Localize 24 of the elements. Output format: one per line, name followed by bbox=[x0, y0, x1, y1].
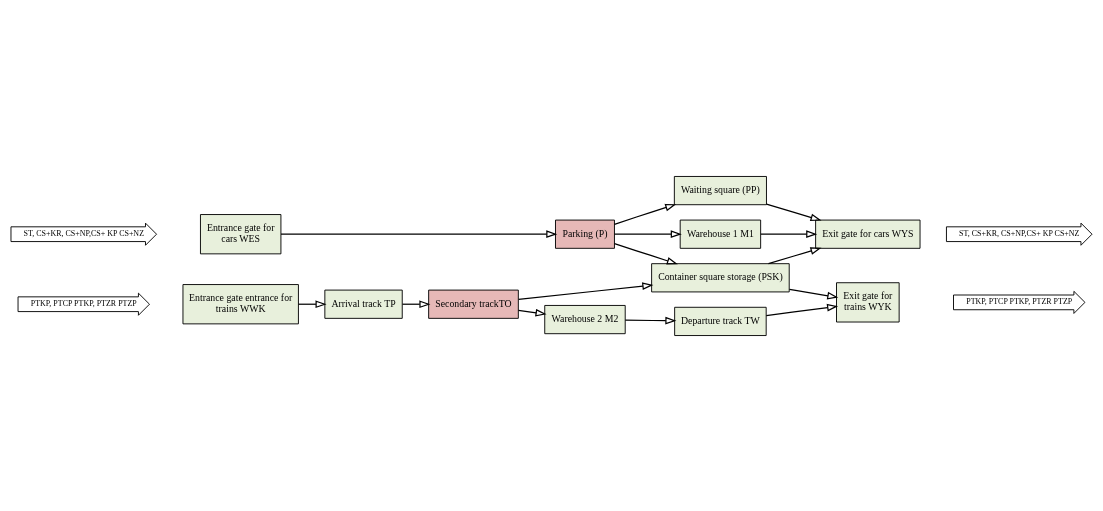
node-box: Container square storage (PSK) bbox=[651, 262, 790, 292]
arrow bbox=[518, 281, 654, 300]
node-box: Parking (P) bbox=[555, 219, 615, 249]
node-box: Warehouse 2 M2 bbox=[544, 304, 626, 334]
arrow bbox=[624, 316, 677, 325]
node-box: Entrance gate entrance for trains WWK bbox=[182, 283, 299, 324]
node-box: Entrance gate for cars WES bbox=[200, 213, 282, 254]
node-box: Departure track TW bbox=[674, 306, 767, 336]
node-box: Warehouse 1 M1 bbox=[679, 219, 762, 249]
arrow bbox=[760, 229, 818, 238]
arrow bbox=[767, 246, 822, 264]
arrow bbox=[613, 203, 677, 225]
arrow bbox=[280, 229, 558, 238]
arrow bbox=[788, 288, 839, 299]
node-box: Secondary trackTO bbox=[428, 289, 519, 319]
arrow bbox=[613, 242, 678, 264]
arrow bbox=[517, 308, 547, 317]
node-box: Exit gate for trains WYK bbox=[836, 281, 900, 322]
arrow bbox=[613, 229, 682, 238]
node-box: Waiting square (PP) bbox=[673, 175, 767, 205]
node-box: Arrival track TP bbox=[324, 289, 403, 319]
arrow bbox=[765, 303, 839, 316]
node-box: Exit gate for cars WYS bbox=[815, 219, 921, 249]
arrow bbox=[765, 203, 822, 221]
